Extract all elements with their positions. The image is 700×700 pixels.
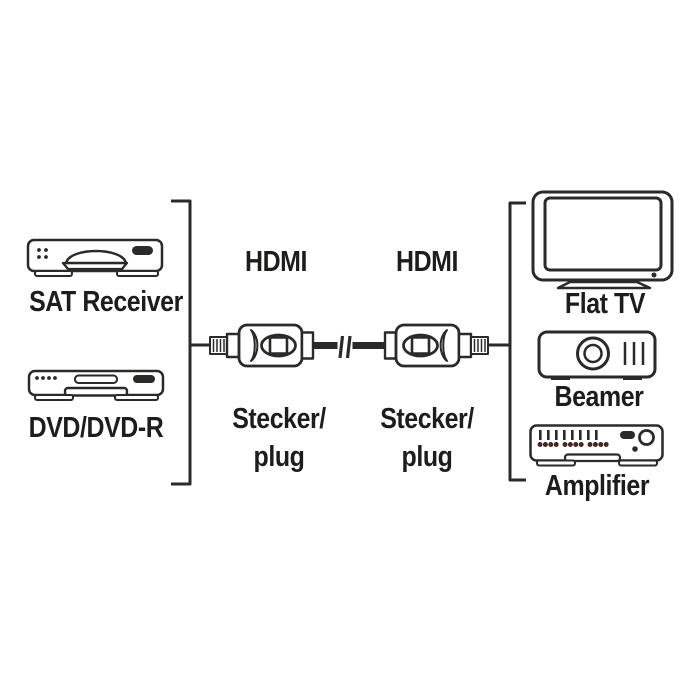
connector-port-rect-left [268,336,289,355]
dvd-display-pill [133,375,155,383]
sat-dome [64,249,128,265]
amp-display-pill [620,431,635,439]
dvd-foot-right [114,394,159,401]
dvd-front-dots-icon [35,376,57,380]
plug-label-left-line2: plug [253,441,305,473]
sat-receiver-icon [26,238,164,277]
connector-port-rect-right [410,336,431,355]
right-bracket [488,201,526,482]
left-bracket [171,199,212,486]
hdmi-cable [209,323,489,368]
hdmi-connector-right [383,323,489,368]
flat-tv-label: Flat TV [564,288,646,320]
connector-collar-right [383,331,398,360]
amp-foot-right [618,459,658,467]
plug-label-right-line2: plug [401,441,453,473]
dvd-foot-left [34,394,74,401]
tv-power-dot [651,272,657,278]
connector-shine-right [439,329,448,362]
beamer-foot-left [551,377,570,380]
hdmi-connector-left [209,323,315,368]
flat-tv-icon [531,190,674,290]
beamer-vents [623,342,645,365]
dvd-tray [63,386,129,397]
cable-break-icon [338,335,352,359]
hdmi-label-left: HDMI [244,246,308,278]
sat-foot-right [116,270,159,277]
sat-foot-left [34,270,73,277]
connector-collar-left [300,331,315,360]
plug-label-left-line1: Stecker/ [232,403,326,435]
amplifier-label: Amplifier [544,470,650,502]
connector-shine-left [250,329,259,362]
tv-screen [543,196,663,272]
beamer-icon [537,330,657,380]
sat-receiver-label: SAT Receiver [29,286,183,318]
amp-knob [638,429,655,446]
amp-foot-left [536,459,576,467]
dvd-recorder-icon [27,369,165,401]
connector-plug-left [225,332,241,359]
sat-front-dots-icon [37,248,48,259]
plug-label-right-line1: Stecker/ [380,403,474,435]
amp-led-dots [537,442,609,447]
connector-plug-right [457,332,473,359]
beamer-lens-inner [583,343,603,364]
amp-button-dot [632,446,638,452]
tv-stand [556,280,652,290]
amplifier-icon [529,424,664,467]
dvd-recorder-label: DVD/DVD-R [28,412,164,444]
amp-slot [563,453,622,463]
beamer-label: Beamer [554,381,644,413]
dvd-slot [74,374,118,384]
sat-display-pill [132,246,153,255]
amp-level-bars [539,430,598,440]
hdmi-label-right: HDMI [395,246,459,278]
beamer-foot-right [623,377,642,380]
